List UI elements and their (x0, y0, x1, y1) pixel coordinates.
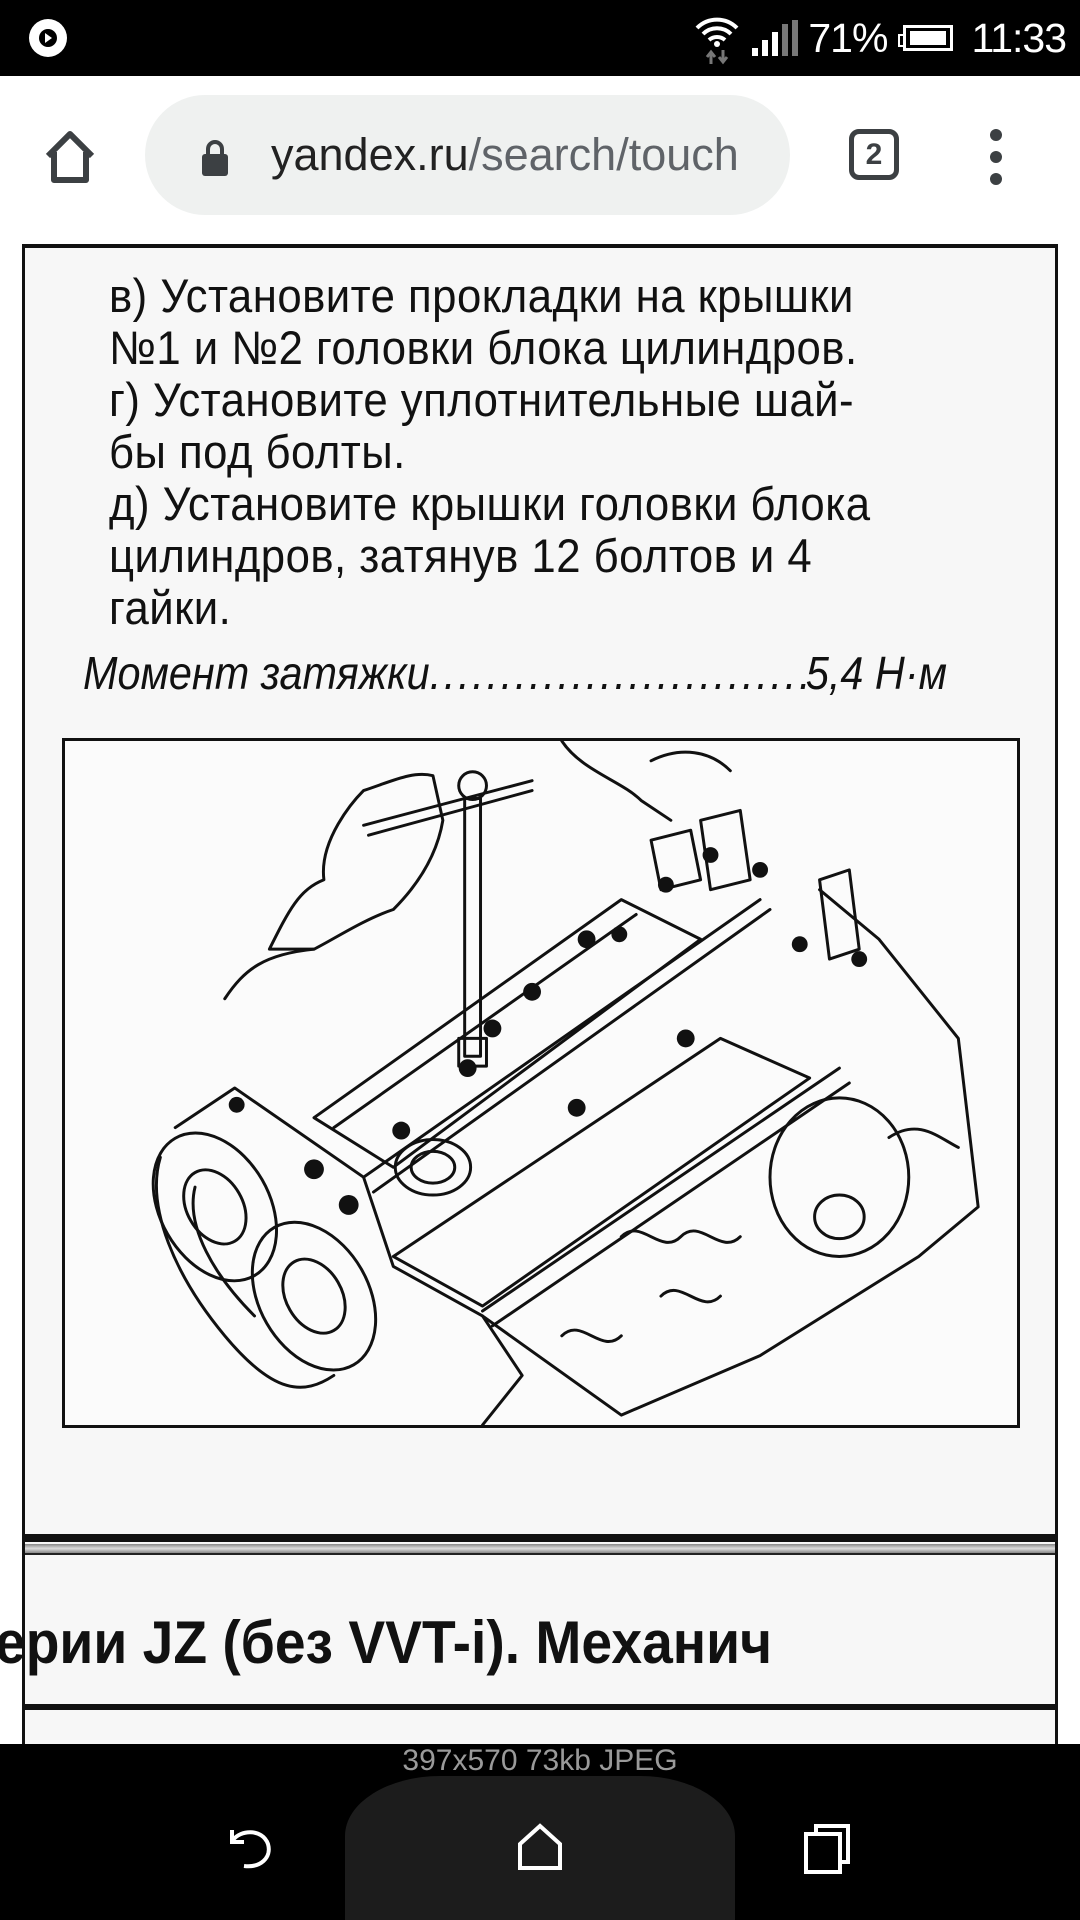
media-play-icon (29, 19, 67, 57)
instruction-line: в) Установите прокладки на крышки (109, 269, 854, 322)
home-pill (345, 1776, 735, 1920)
more-vert-icon[interactable] (984, 129, 1008, 185)
page-divider (25, 1534, 1055, 1542)
tab-switcher-button[interactable]: 2 (849, 129, 899, 180)
image-viewer[interactable]: в) Установите прокладки на крышки №1 и №… (0, 242, 1080, 1778)
recents-icon[interactable] (798, 1818, 858, 1878)
engine-drawing (151, 739, 980, 1427)
lock-icon (202, 140, 228, 176)
signal-icon (752, 20, 799, 56)
battery-icon (898, 25, 954, 51)
status-bar: 71% 11:33 (0, 0, 1080, 76)
torque-value: 5,4 Н·м (805, 647, 947, 699)
instruction-line: №1 и №2 головки блока цилиндров. (109, 321, 858, 374)
url-text[interactable]: yandex.ru/search/touch (271, 129, 739, 180)
clock: 11:33 (971, 14, 1067, 61)
torque-dots: ........................................… (429, 647, 806, 699)
scanned-page: в) Установите прокладки на крышки №1 и №… (0, 244, 1058, 1774)
instruction-line: гайки. (109, 581, 232, 634)
instruction-line: д) Установите крышки головки блока (109, 477, 871, 530)
torque-spec: Момент затяжки .........................… (83, 646, 947, 700)
back-icon[interactable] (222, 1818, 282, 1878)
home-icon[interactable] (40, 128, 100, 188)
instruction-line: г) Установите уплотнительные шай- (109, 373, 855, 426)
engine-illustration (62, 738, 1020, 1428)
torque-label: Момент затяжки (83, 647, 430, 699)
page-divider (25, 1544, 1055, 1555)
instruction-line: цилиндров, затянув 12 болтов и 4 (109, 529, 813, 582)
url-bar[interactable]: yandex.ru/search/touch (145, 95, 790, 215)
chapter-title: ерии JZ (без VVT-i). Механич (0, 1609, 773, 1676)
battery-percent: 71% (808, 14, 888, 61)
home-icon[interactable] (510, 1818, 570, 1878)
image-info: 397x570 73kb JPEG (0, 1744, 1080, 1778)
navigation-bar (0, 1776, 1080, 1920)
wifi-data-icon (695, 17, 739, 65)
browser-toolbar: yandex.ru/search/touch 2 (0, 76, 1080, 242)
page-divider (25, 1704, 1055, 1710)
instruction-line: бы под болты. (109, 425, 406, 478)
